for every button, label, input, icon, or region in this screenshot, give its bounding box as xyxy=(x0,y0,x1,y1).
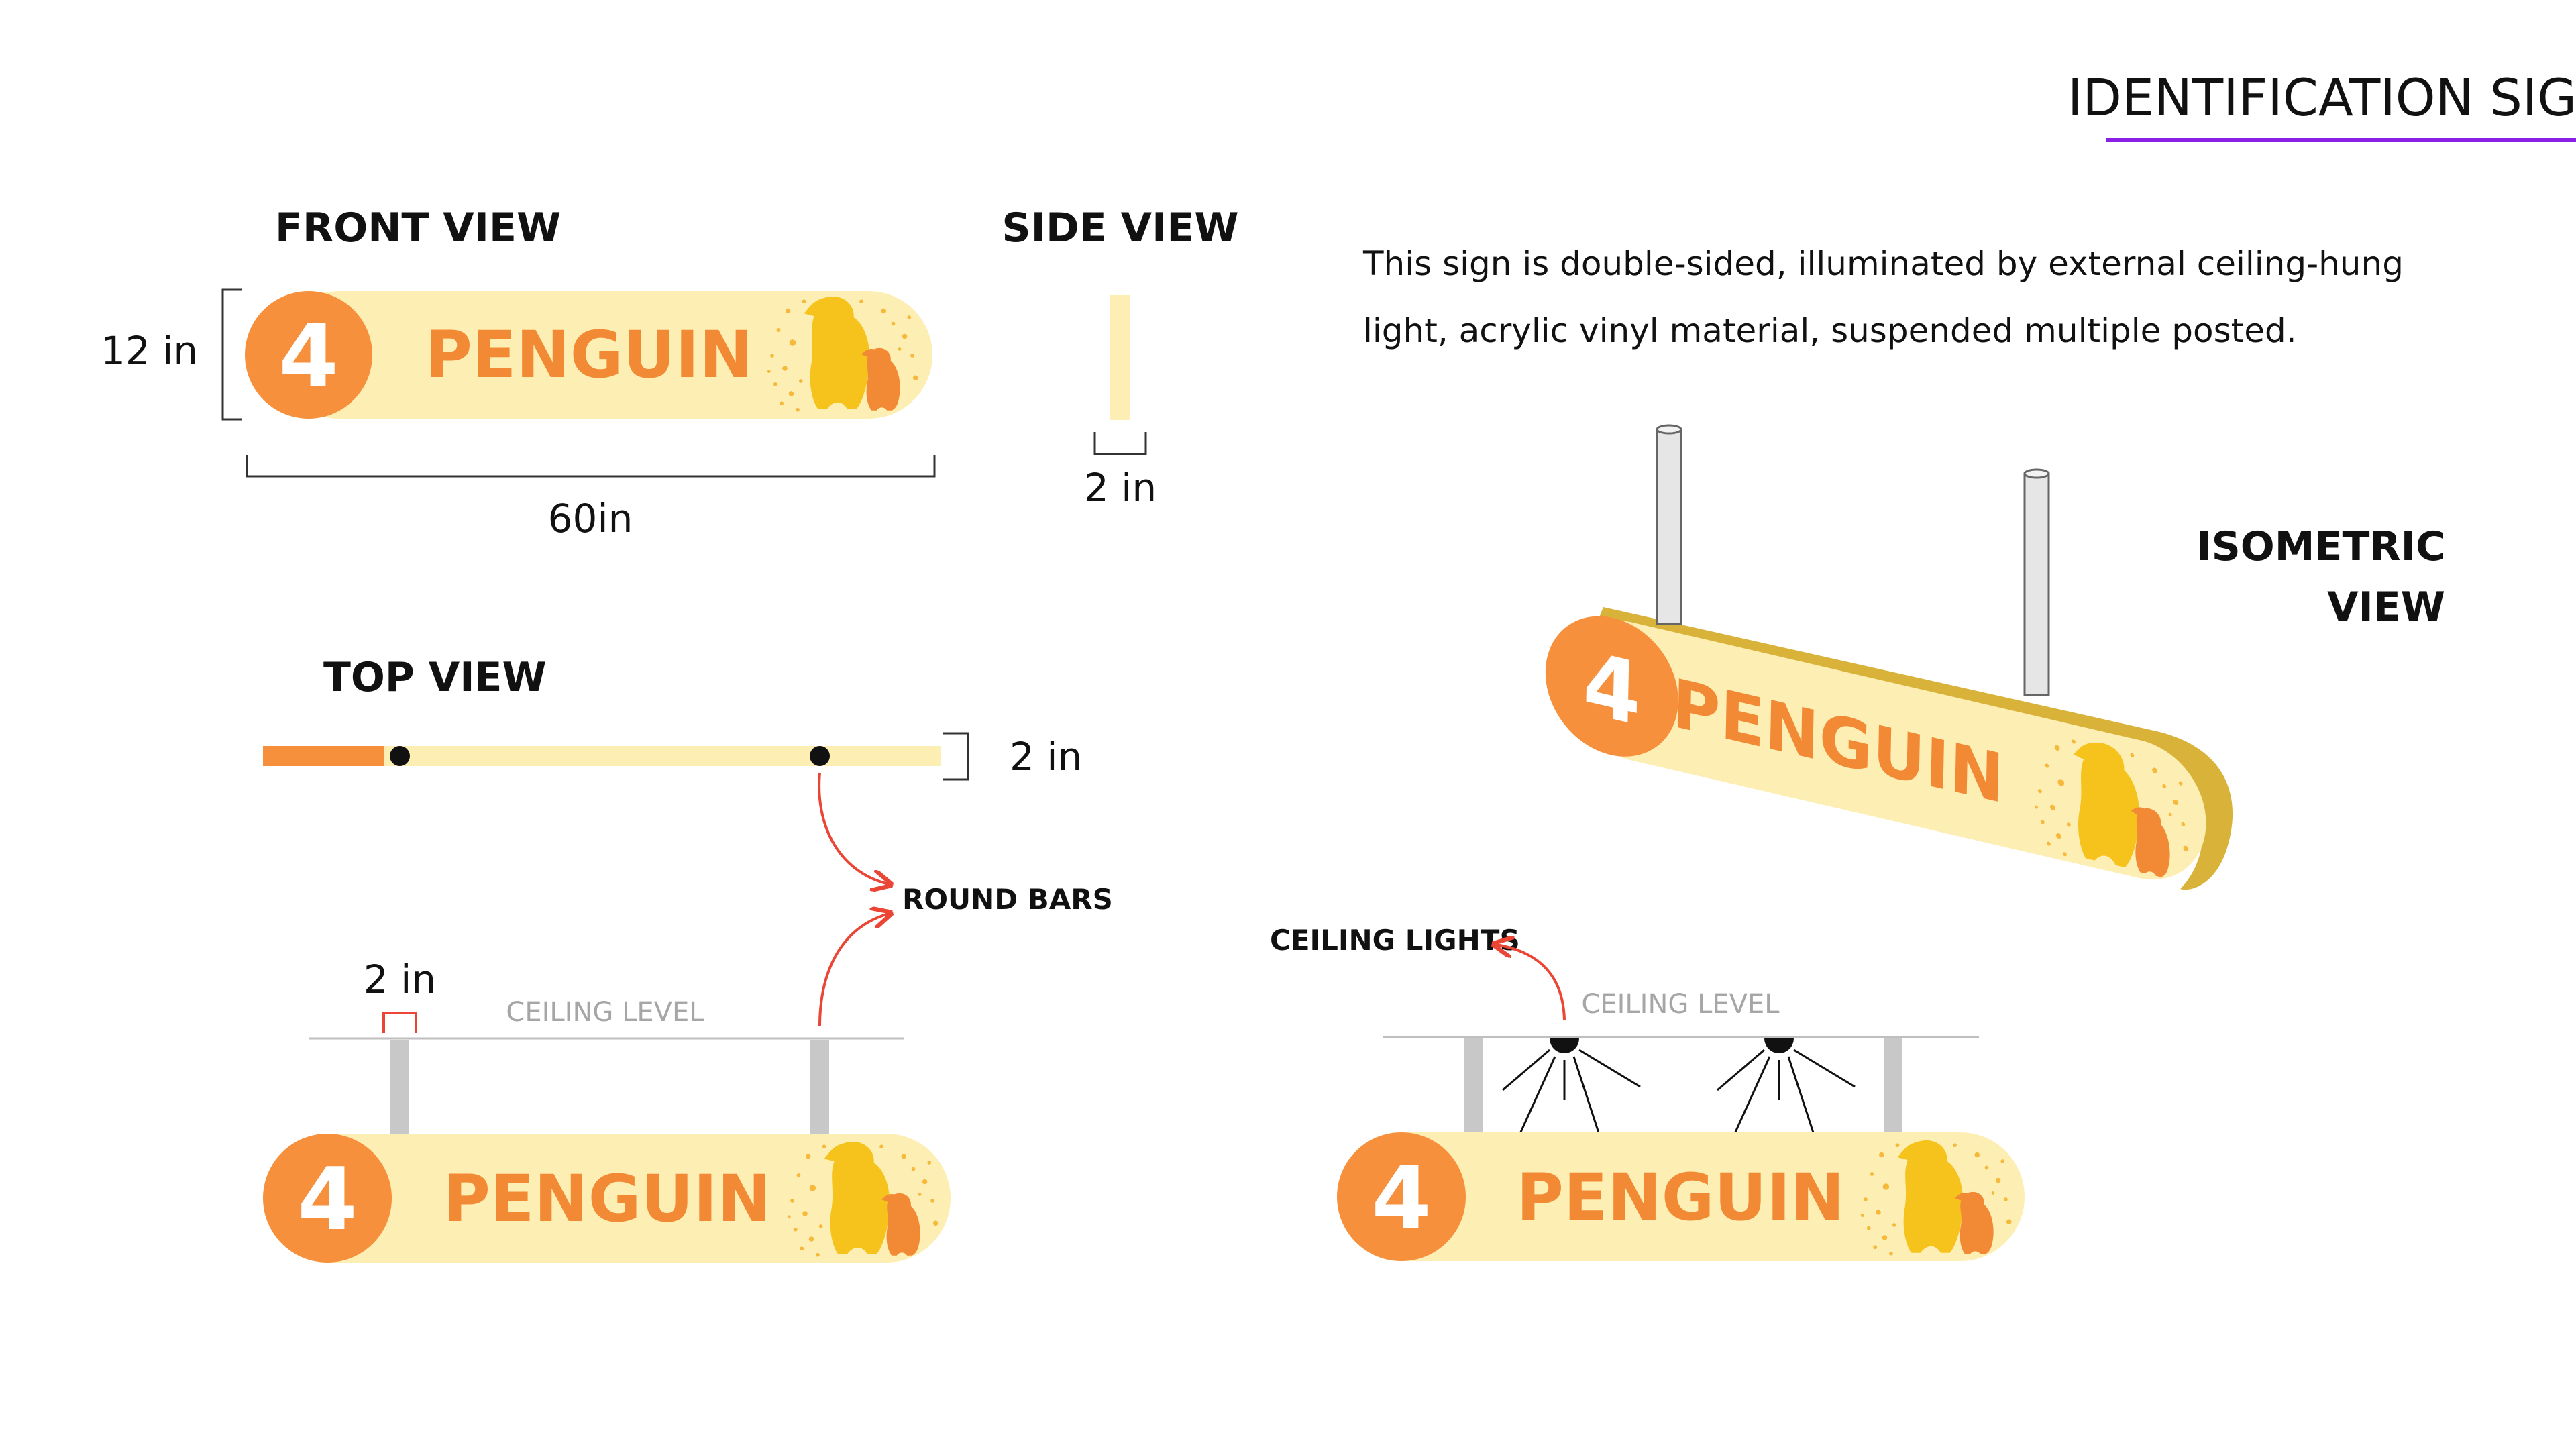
height-dimension-bracket xyxy=(221,288,241,421)
isometric-view-title-line-2: VIEW xyxy=(2327,584,2445,631)
front-view-title: FRONT VIEW xyxy=(275,205,561,252)
ceiling-lights-label: CEILING LIGHTS xyxy=(1270,924,1520,957)
side-sign-profile xyxy=(1110,295,1130,420)
iso-round-bar-1 xyxy=(1656,428,1682,625)
hung-sign-name-left: PENGUIN xyxy=(443,1161,771,1236)
side-view: SIDE VIEW 2 in xyxy=(1002,205,1238,511)
height-dimension-label: 12 in xyxy=(101,328,198,374)
side-depth-label: 2 in xyxy=(1084,465,1157,511)
bar-width-bracket xyxy=(382,1012,417,1033)
iso-round-bar-2-cap xyxy=(2023,468,2050,479)
round-bar-right-2 xyxy=(1884,1038,1902,1132)
ceiling-lights-view: CEILING LIGHTS CEILING LEVEL 4 PENGUIN xyxy=(1270,924,2025,1261)
iso-round-bar-1-cap xyxy=(1656,424,1682,435)
top-view: TOP VIEW 2 in xyxy=(263,654,1082,781)
hung-sign-number-badge-right xyxy=(1337,1132,1466,1261)
hung-sign-number-right: 4 xyxy=(1371,1148,1431,1248)
ceiling-level-label-right: CEILING LEVEL xyxy=(1581,989,1780,1020)
iso-sign-face xyxy=(1564,621,2206,880)
ceiling-level-label-left: CEILING LEVEL xyxy=(506,997,704,1028)
front-view: FRONT VIEW 12 in 4 PENGUIN 60in xyxy=(101,205,936,541)
isometric-view-title-line-1: ISOMETRIC xyxy=(2196,523,2445,570)
ceiling-lights-arrow xyxy=(1496,945,1566,1020)
top-round-bar-1 xyxy=(390,746,410,766)
iso-round-bar-2 xyxy=(2023,472,2050,696)
title-underline xyxy=(2106,138,2576,142)
front-sign-name: PENGUIN xyxy=(425,317,753,392)
isometric-view: ISOMETRIC VIEW 4 PENGUIN xyxy=(1545,424,2445,892)
round-bar-left-2 xyxy=(810,1040,829,1134)
side-depth-bracket xyxy=(1093,432,1147,455)
top-round-bar-2 xyxy=(810,746,830,766)
hung-sign-number-badge-left xyxy=(263,1134,392,1263)
top-depth-label: 2 in xyxy=(1010,734,1082,780)
top-view-title: TOP VIEW xyxy=(323,654,547,701)
front-sign-number-badge xyxy=(245,291,372,419)
round-bars-arrow-top xyxy=(818,772,889,884)
round-bars-arrow-bottom xyxy=(818,914,889,1027)
ceiling-light-1-icon xyxy=(1550,1038,1579,1053)
hung-sign-body-right xyxy=(1337,1132,2025,1261)
bar-width-label: 2 in xyxy=(364,957,436,1002)
round-bar-right-1 xyxy=(1464,1038,1483,1132)
front-sign-body xyxy=(275,291,932,419)
side-view-title: SIDE VIEW xyxy=(1002,205,1238,252)
ceiling-mounted-view: 2 in CEILING LEVEL 4 PENGUIN xyxy=(263,957,951,1263)
front-sign-number: 4 xyxy=(278,307,338,407)
hung-sign-number-left: 4 xyxy=(297,1150,357,1250)
width-dimension-label: 60in xyxy=(548,496,633,541)
iso-sign-number-badge xyxy=(1545,616,1678,757)
hung-sign-body-left xyxy=(263,1134,951,1263)
top-sign-badge-edge xyxy=(263,746,384,766)
description-line-2: light, acrylic vinyl material, suspended… xyxy=(1363,311,2297,350)
width-dimension-bracket xyxy=(246,455,936,478)
hung-sign-name-right: PENGUIN xyxy=(1516,1160,1844,1235)
iso-sign-number: 4 xyxy=(1582,633,1642,746)
ceiling-light-2-icon xyxy=(1764,1038,1794,1053)
top-depth-bracket xyxy=(943,732,969,781)
page-title: IDENTIFICATION SIGN xyxy=(2068,68,2576,127)
description-line-1: This sign is double-sided, illuminated b… xyxy=(1362,244,2404,283)
round-bars-label: ROUND BARS xyxy=(902,883,1113,916)
round-bar-left-1 xyxy=(390,1040,409,1134)
